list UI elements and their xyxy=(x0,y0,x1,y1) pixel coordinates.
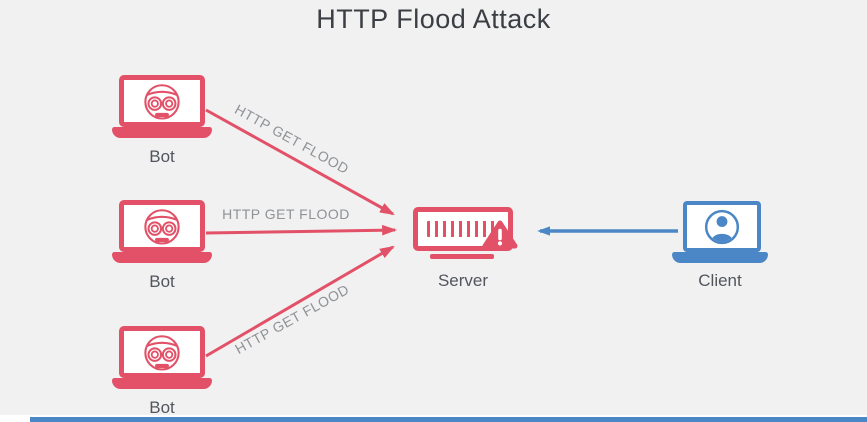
flood-label-middle: HTTP GET FLOOD xyxy=(222,206,350,222)
user-icon xyxy=(704,209,740,244)
bot-label-3: Bot xyxy=(149,398,175,417)
laptop-base xyxy=(112,252,212,263)
robot-face-icon xyxy=(144,209,180,245)
robot-face-icon xyxy=(144,84,180,120)
bot-label-2: Bot xyxy=(149,272,175,291)
bot-node-3 xyxy=(112,326,212,389)
client-label: Client xyxy=(698,271,742,290)
laptop-base xyxy=(112,378,212,389)
flood-arrow-bottom xyxy=(205,245,395,358)
server-base xyxy=(430,254,494,259)
client-node xyxy=(672,201,772,263)
flood-arrow-middle xyxy=(205,224,398,236)
client-laptop-icon xyxy=(683,201,761,252)
warning-icon xyxy=(482,220,518,249)
flood-arrow-top xyxy=(205,108,395,216)
bot-node-2 xyxy=(112,200,212,263)
bot-node-1 xyxy=(112,75,212,138)
bot-laptop-icon xyxy=(119,200,205,252)
laptop-base xyxy=(672,252,768,263)
bot-label-1: Bot xyxy=(149,147,175,166)
diagram-title: HTTP Flood Attack xyxy=(316,4,551,34)
robot-face-icon xyxy=(144,335,180,371)
server-vents-icon xyxy=(427,221,499,237)
bottom-scrollbar[interactable] xyxy=(30,417,867,422)
bot-laptop-icon xyxy=(119,75,205,127)
laptop-base xyxy=(112,127,212,138)
bot-laptop-icon xyxy=(119,326,205,378)
server-label: Server xyxy=(437,271,489,290)
